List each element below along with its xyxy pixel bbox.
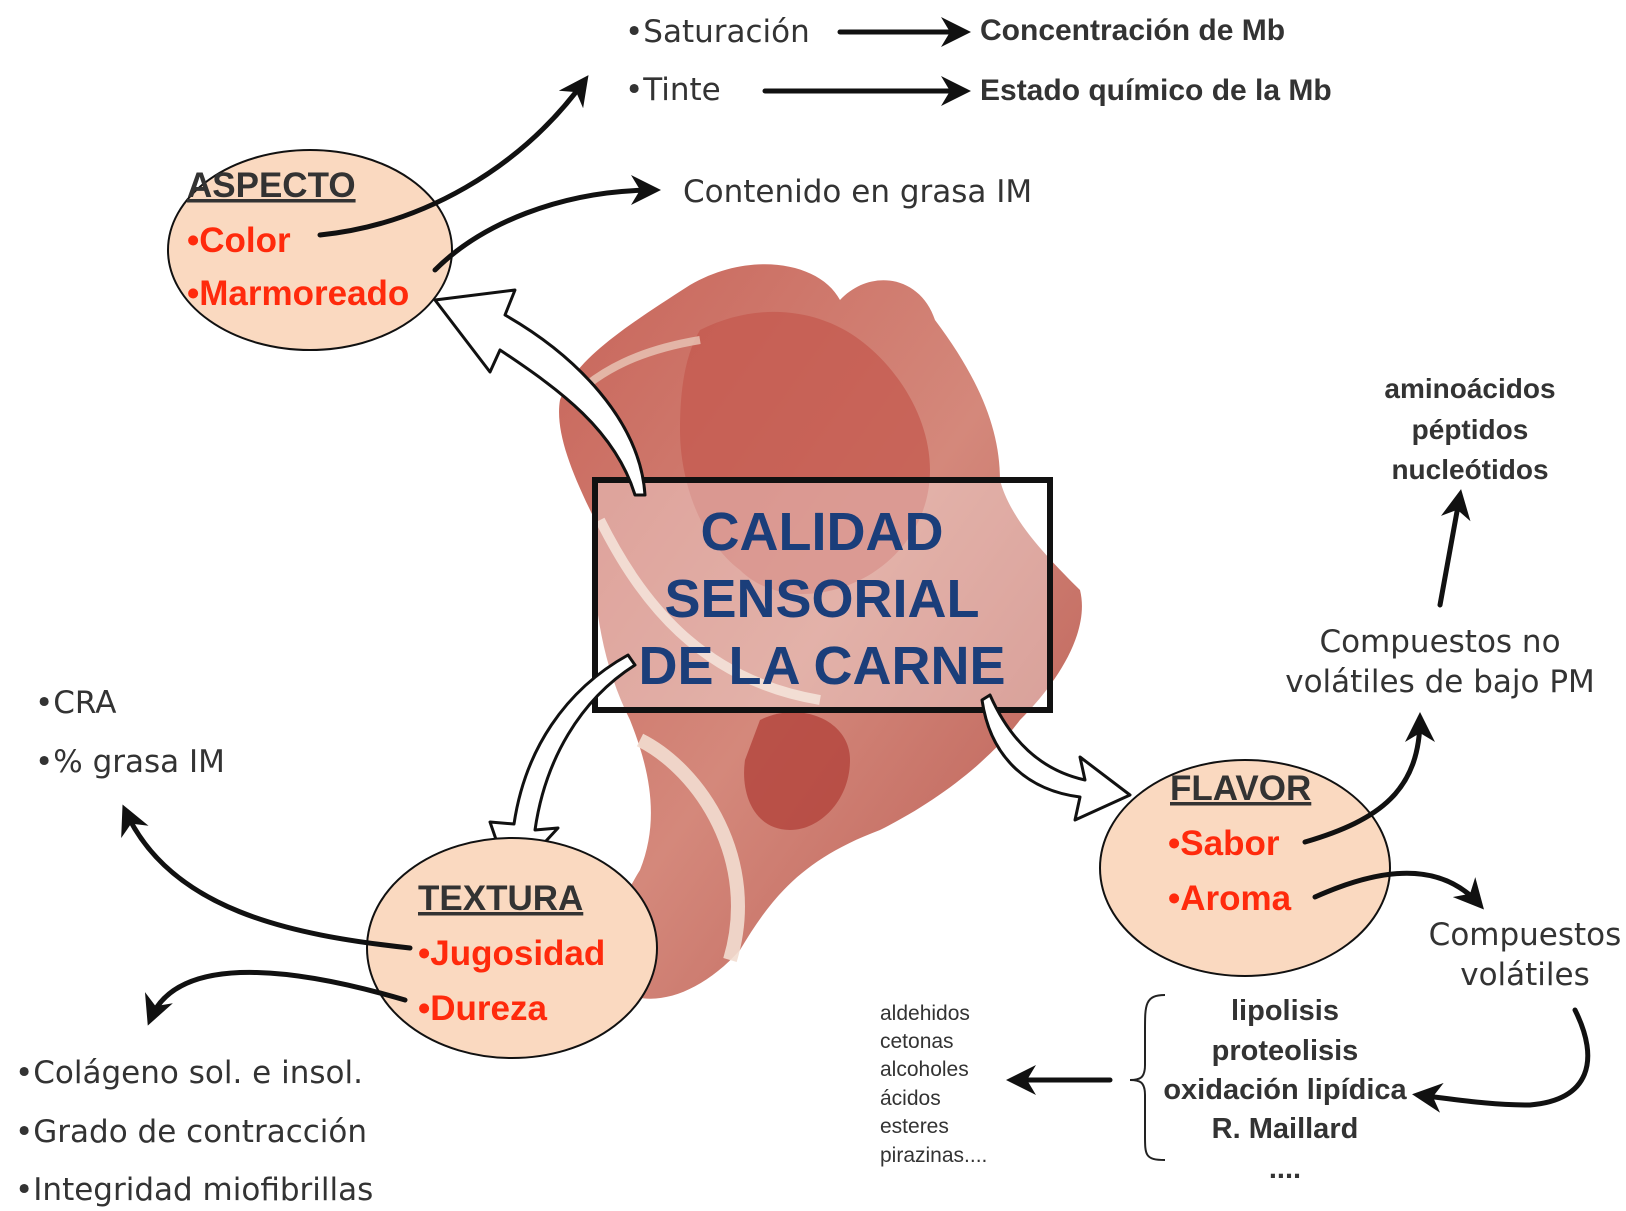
- aspecto-grasa: Contenido en grasa IM: [683, 174, 1032, 210]
- textura-jugosidad: •Jugosidad: [418, 934, 605, 973]
- center-title-line1: CALIDAD: [701, 502, 944, 562]
- flavor-no-volatiles-line2: volátiles de bajo PM: [1285, 664, 1595, 700]
- product-list: aldehidos cetonas alcoholes ácidos ester…: [880, 1002, 987, 1167]
- textura-contraccion: •Grado de contracción: [15, 1114, 367, 1150]
- center-box: CALIDAD SENSORIAL DE LA CARNE: [595, 480, 1050, 710]
- textura-grasa: •% grasa IM: [35, 744, 225, 780]
- process-item: oxidación lipídica: [1163, 1074, 1407, 1106]
- aspecto-color: •Color: [187, 221, 291, 260]
- flavor-aroma: •Aroma: [1168, 879, 1292, 918]
- flavor-peptidos: péptidos: [1412, 414, 1529, 445]
- center-title-line2: SENSORIAL: [664, 569, 979, 629]
- aspecto-node: ASPECTO •Color •Marmoreado: [168, 150, 452, 350]
- flavor-node: FLAVOR •Sabor •Aroma: [1100, 760, 1390, 976]
- arrow-jugosidad-to-cra: [125, 810, 410, 948]
- process-list: lipolisis proteolisis oxidación lipídica…: [1163, 995, 1407, 1185]
- process-item: proteolisis: [1212, 1035, 1359, 1067]
- center-title-line3: DE LA CARNE: [638, 636, 1005, 696]
- product-item: pirazinas....: [880, 1144, 987, 1167]
- flavor-sabor: •Sabor: [1168, 824, 1280, 863]
- textura-cra: •CRA: [35, 685, 116, 721]
- product-item: alcoholes: [880, 1058, 969, 1081]
- process-item: lipolisis: [1231, 995, 1339, 1027]
- aspecto-concentracion: Concentración de Mb: [980, 14, 1285, 47]
- process-item: R. Maillard: [1212, 1113, 1359, 1145]
- flavor-nucleotidos: nucleótidos: [1391, 454, 1548, 485]
- process-brace: [1130, 995, 1165, 1160]
- product-item: esteres: [880, 1115, 949, 1138]
- textura-title: TEXTURA: [418, 879, 583, 918]
- flavor-title: FLAVOR: [1170, 769, 1311, 808]
- aspecto-estado: Estado químico de la Mb: [980, 74, 1332, 107]
- arrow-no-volatiles-to-aminoacidos: [1440, 495, 1460, 605]
- textura-colageno: •Colágeno sol. e insol.: [15, 1055, 363, 1091]
- arrow-marmoreado-to-grasa: [435, 190, 655, 270]
- flavor-volatiles-line1: Compuestos: [1429, 917, 1622, 953]
- textura-integridad: •Integridad miofibrillas: [15, 1172, 373, 1208]
- textura-dureza: •Dureza: [418, 989, 547, 1028]
- arrow-volatiles-to-procesos: [1418, 1010, 1588, 1105]
- process-item: ....: [1269, 1153, 1301, 1185]
- aspecto-marmoreado: •Marmoreado: [187, 274, 409, 313]
- product-item: cetonas: [880, 1030, 954, 1053]
- product-item: aldehidos: [880, 1002, 970, 1025]
- product-item: ácidos: [880, 1087, 941, 1110]
- aspecto-tinte: •Tinte: [625, 72, 721, 108]
- aspecto-saturacion: •Saturación: [625, 14, 810, 50]
- flavor-volatiles-line2: volátiles: [1460, 957, 1590, 993]
- flavor-no-volatiles-line1: Compuestos no: [1319, 624, 1560, 660]
- aspecto-title: ASPECTO: [187, 166, 356, 205]
- arrow-dureza-to-colageno: [150, 972, 405, 1020]
- flavor-aminoacidos: aminoácidos: [1384, 373, 1555, 404]
